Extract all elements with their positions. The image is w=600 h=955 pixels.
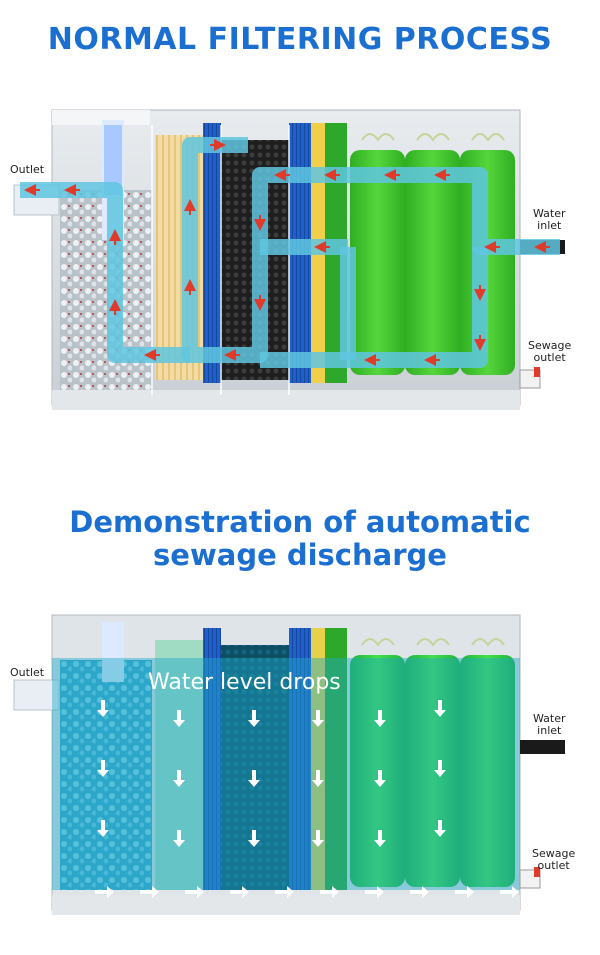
water-inlet-label: Water inlet [533, 207, 566, 232]
outlet-label: Outlet [10, 666, 45, 679]
filter-diagram-normal: Outlet Water inlet Sewage outlet [0, 95, 600, 440]
outlet-pipe-icon [13, 679, 60, 711]
sewage-valve-icon [534, 867, 540, 877]
section2-title: Demonstration of automatic sewage discha… [69, 505, 531, 572]
water-drop-arrows [97, 700, 446, 847]
filter-diagram-discharge: Water level drops Outlet Water inlet Sew… [0, 600, 600, 945]
filter-tank-discharge-illustration [13, 614, 565, 915]
discharge-arrows [95, 886, 519, 898]
sewage-outlet-label: Sewage outlet [528, 339, 572, 364]
filter-tank-illustration [13, 109, 565, 410]
water-inlet-pipe-icon [520, 740, 565, 754]
water-inlet-label: Water inlet [533, 712, 566, 737]
sewage-outlet-label: Sewage outlet [532, 847, 576, 872]
water-level-drops-text: Water level drops [148, 670, 341, 695]
outlet-label: Outlet [10, 163, 45, 176]
section1-title: NORMAL FILTERING PROCESS [47, 22, 553, 57]
sewage-valve-icon [534, 367, 540, 377]
uv-lamp-icon [102, 622, 124, 682]
